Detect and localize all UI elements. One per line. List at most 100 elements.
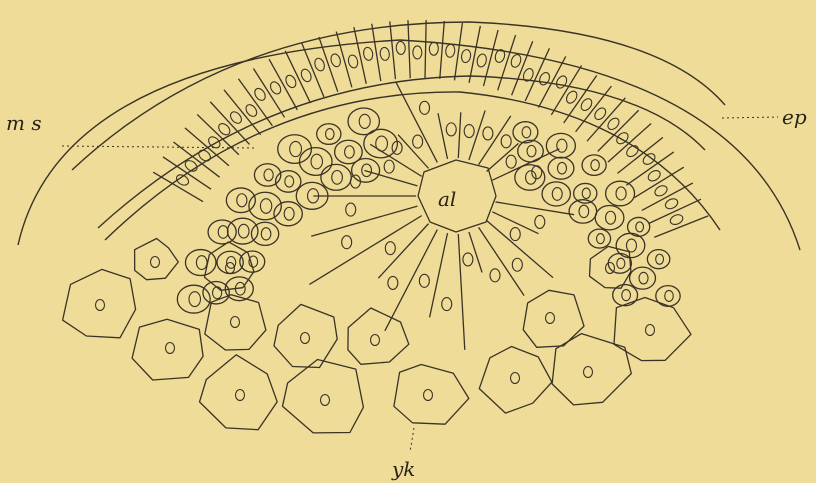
mesoblast-nucleus — [522, 127, 531, 138]
yolk-cell — [523, 290, 584, 347]
yolk-cell — [590, 246, 631, 288]
yolk-cell — [135, 239, 179, 280]
radial-cell-nucleus — [384, 160, 394, 173]
mesoblast-nucleus — [617, 258, 625, 268]
radial-cell-wall — [430, 233, 448, 317]
leader-yk — [410, 428, 414, 452]
radial-cell-nucleus — [442, 298, 452, 311]
yolk-cell — [274, 304, 337, 367]
mesoblast-nucleus — [639, 272, 648, 284]
mesoblast-nucleus — [582, 188, 590, 198]
mesoblast-cell — [588, 229, 610, 248]
mesoblast-nucleus — [636, 222, 644, 232]
mesoblast-nucleus — [218, 226, 228, 239]
label-al: al — [438, 187, 456, 211]
mesoblast-cell — [317, 124, 341, 145]
mesoblast-cell — [278, 135, 312, 164]
mesoblast-nucleus — [557, 139, 567, 152]
radial-cell-wall — [496, 202, 575, 215]
radial-cell-wall — [479, 227, 525, 295]
mesoblast-nucleus — [345, 146, 355, 158]
yolk-cell-nucleus — [231, 317, 240, 328]
radial-cell-nucleus — [419, 274, 429, 287]
epiblast-cell-wall — [654, 216, 708, 237]
leader-ms — [62, 146, 255, 148]
yolk-cell-nucleus — [236, 390, 245, 401]
epiblast-cell-wall — [408, 20, 410, 78]
epiblast-nucleus — [554, 74, 568, 90]
epiblast-nucleus — [646, 168, 662, 183]
yolk-cell-nucleus — [166, 343, 175, 354]
mesoblast-nucleus — [362, 164, 372, 177]
radial-cell-nucleus — [483, 127, 493, 140]
epiblast-cell-wall — [551, 65, 581, 115]
radial-cell-nucleus — [510, 228, 520, 241]
epiblast-nucleus — [653, 184, 669, 198]
yolk-cell-nucleus — [321, 395, 330, 406]
yolk-cell — [63, 269, 136, 337]
epiblast-nucleus — [175, 173, 191, 188]
mesoblast-cell — [595, 206, 624, 230]
mesoblast-nucleus — [579, 205, 589, 217]
radial-cell-nucleus — [532, 166, 542, 179]
yolk-cell — [394, 365, 469, 425]
radial-cell-wall — [479, 116, 511, 165]
yolk-cell-nucleus — [584, 367, 593, 378]
yolk-cell-nucleus — [646, 325, 655, 336]
mesoblast-cell — [364, 129, 398, 158]
central-lumen-cell — [418, 160, 496, 232]
mesoblast-cell — [542, 182, 570, 206]
mesoblast-nucleus — [616, 187, 626, 200]
yolk-cell-nucleus — [96, 300, 105, 311]
radial-cell-nucleus — [413, 135, 423, 148]
yolk-cell-nucleus — [151, 257, 160, 268]
mesoblast-nucleus — [285, 176, 294, 187]
mesoblast-nucleus — [238, 224, 249, 238]
mesoblast-nucleus — [591, 160, 599, 171]
radial-cell-nucleus — [463, 253, 473, 266]
mesoblast-nucleus — [527, 145, 536, 156]
yolk-cell-nucleus — [546, 313, 555, 324]
hypoblast-radial-layer — [309, 82, 574, 350]
epiblast-cell-wall — [564, 75, 597, 123]
radial-cell-nucleus — [490, 269, 500, 282]
yolk-cell — [479, 347, 552, 414]
radial-cell-nucleus — [512, 258, 522, 271]
mesoblast-cell — [630, 267, 656, 289]
mesoblast-cell — [254, 164, 280, 186]
mesoblast-nucleus — [196, 256, 207, 270]
radial-cell-wall — [469, 232, 482, 273]
label-ms: m s — [6, 111, 42, 135]
epiblast-outer-boundary — [72, 22, 725, 170]
epiblast-cell-wall — [440, 21, 445, 79]
radial-cell-nucleus — [501, 135, 511, 148]
mesoblast-cell — [548, 157, 574, 179]
mesoblast-nucleus — [290, 141, 302, 156]
epiblast-nucleus — [379, 47, 390, 61]
yolk-cell — [283, 360, 364, 433]
yolk-cell — [205, 295, 266, 350]
yolk-cell-nucleus — [424, 390, 433, 401]
radial-cell-nucleus — [346, 203, 356, 216]
label-ep: ep — [782, 105, 807, 129]
epiblast-nucleus — [429, 42, 439, 55]
mesoblast-cell — [582, 155, 606, 175]
epiblast-nucleus — [347, 54, 359, 69]
yolk-cell — [205, 242, 254, 290]
mesoblast-cell — [321, 164, 351, 190]
radial-cell-nucleus — [446, 123, 456, 136]
epiblast-cell-wall — [238, 79, 272, 126]
epiblast-nucleus — [313, 57, 326, 72]
mesoblast-cell — [546, 133, 575, 158]
epiblast-nucleus — [253, 86, 268, 102]
mesoblast-cell — [513, 122, 538, 143]
epiblast-cell-wall — [153, 172, 203, 202]
epiblast-nucleus — [299, 68, 313, 84]
mesoblast-nucleus — [656, 254, 664, 264]
leader-ep — [722, 117, 778, 118]
epiblast-nucleus — [538, 71, 552, 87]
epiblast-nucleus — [284, 74, 298, 90]
mesoblast-cell — [251, 222, 278, 245]
epiblast-nucleus — [579, 97, 594, 113]
epiblast-cell-wall — [372, 24, 381, 81]
